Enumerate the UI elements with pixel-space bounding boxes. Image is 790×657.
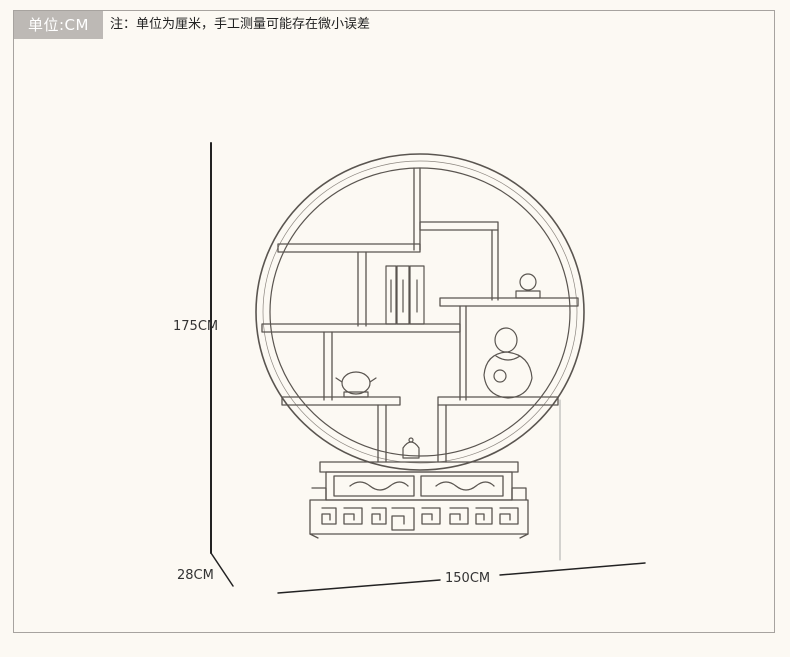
clock-ornament xyxy=(515,273,541,299)
width-dimension-line-left xyxy=(277,579,441,594)
drawer-left xyxy=(333,475,415,497)
unit-tag: 单位:CM xyxy=(14,11,103,39)
depth-dimension-line xyxy=(210,552,234,587)
width-label: 150CM xyxy=(445,571,490,586)
height-label: 175CM xyxy=(173,319,218,334)
teapot-ornament xyxy=(335,371,377,398)
measurement-note: 注：单位为厘米，手工测量可能存在微小误差 xyxy=(110,17,371,32)
vase-ornament xyxy=(483,327,533,399)
jar-ornament xyxy=(402,437,420,459)
base-cabinet xyxy=(309,461,529,539)
content-frame xyxy=(13,10,775,633)
depth-label: 28CM xyxy=(177,568,214,583)
shelf-boards xyxy=(261,167,579,463)
drawer-right xyxy=(420,475,504,497)
outer-ring xyxy=(255,153,585,471)
width-dimension-line-right xyxy=(499,562,646,576)
books-ornament xyxy=(385,265,425,325)
